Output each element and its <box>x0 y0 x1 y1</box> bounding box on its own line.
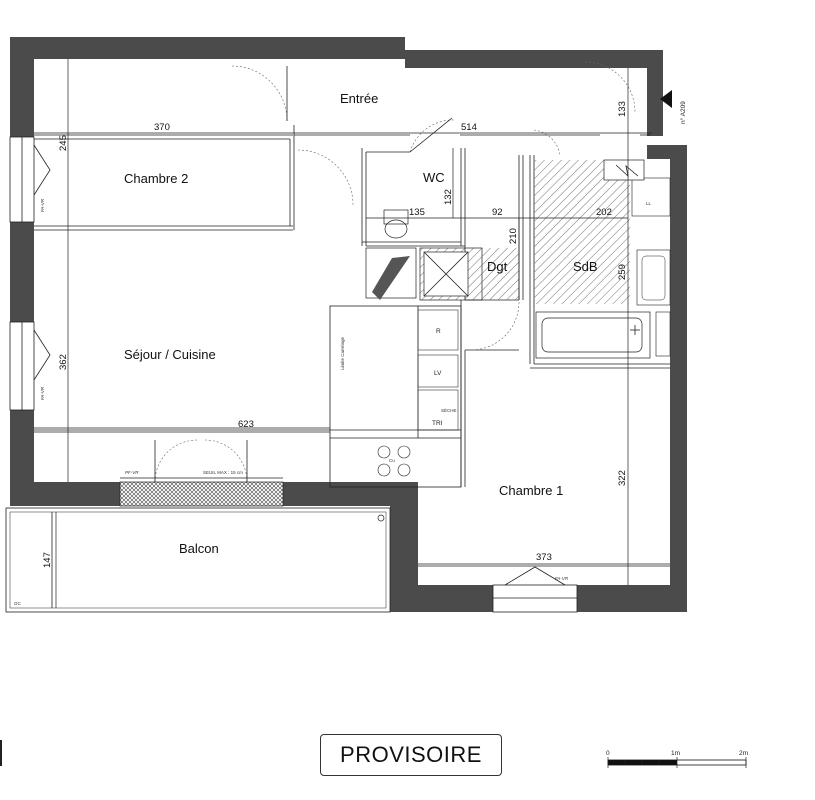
kitchen: R LV SÈCHE TRI Limite Carrelage Cu <box>329 305 462 488</box>
dim-245: 245 <box>58 135 69 151</box>
window-label: FA-VR <box>40 386 45 400</box>
dgt-shower <box>419 247 519 301</box>
dimension-labels: 370 514 245 133 135 132 92 202 210 259 3… <box>42 101 628 568</box>
balcony-door: PF-VR SEUIL MAX : 15 cm <box>119 439 284 507</box>
dim-202: 202 <box>596 207 612 218</box>
dim-362: 362 <box>58 354 69 370</box>
scale-one: 1m <box>671 750 680 757</box>
dim-623: 623 <box>238 419 254 430</box>
dim-259: 259 <box>617 264 628 280</box>
window-label: FA-VR <box>555 576 569 581</box>
trash-label: TRI <box>432 420 443 427</box>
window-chambre2: FA-VR <box>9 136 51 223</box>
lot-number: n° A209 <box>679 101 687 124</box>
dim-135: 135 <box>409 207 425 218</box>
dishwasher-label: LV <box>434 370 442 377</box>
edge-mark <box>0 740 2 766</box>
dimension-lines <box>34 59 670 608</box>
room-balcon: Balcon <box>179 541 219 556</box>
gc-label: GC <box>14 601 22 606</box>
scale-bar: 0 1m 2m <box>606 750 748 768</box>
scale-two: 2m <box>739 750 748 757</box>
exterior-walls <box>10 37 687 612</box>
dim-132: 132 <box>443 189 454 205</box>
room-sejour: Séjour / Cuisine <box>124 347 216 362</box>
dim-322: 322 <box>617 470 628 486</box>
provisoire-stamp: PROVISOIRE <box>320 734 502 776</box>
dim-370: 370 <box>154 122 170 133</box>
room-chambre1: Chambre 1 <box>499 483 563 498</box>
room-wc: WC <box>423 170 445 185</box>
balcony: GC <box>5 507 391 613</box>
room-entree: Entrée <box>340 91 378 106</box>
sdb-area: LL <box>534 159 671 359</box>
dim-373: 373 <box>536 552 552 563</box>
wc-fixtures <box>365 209 417 300</box>
stamp-text: PROVISOIRE <box>340 742 482 767</box>
room-sdb: SdB <box>573 259 598 274</box>
dim-92: 92 <box>492 207 503 218</box>
room-dgt: Dgt <box>487 259 508 274</box>
dim-133: 133 <box>617 101 628 117</box>
scale-zero: 0 <box>606 750 610 757</box>
dryer-label: SÈCHE <box>441 407 457 413</box>
washer-label: LL <box>646 201 652 206</box>
north-arrow-icon <box>660 90 672 108</box>
cooktop-label: Cu <box>389 458 395 463</box>
window-chambre1: FA-VR <box>492 566 578 613</box>
dim-147: 147 <box>42 552 53 568</box>
threshold-label: SEUIL MAX : 15 cm <box>203 470 243 475</box>
window-label: FA-VR <box>40 198 45 212</box>
door-label: PF-VR <box>125 470 139 475</box>
room-chambre2: Chambre 2 <box>124 171 188 186</box>
lot-marker: n° A209 <box>660 90 687 124</box>
tile-limit-label: Limite Carrelage <box>340 336 345 370</box>
dim-514: 514 <box>461 122 477 133</box>
dim-210: 210 <box>508 228 519 244</box>
room-labels: Entrée Chambre 2 WC Dgt SdB Séjour / Cui… <box>124 91 598 556</box>
doors <box>231 61 636 351</box>
window-sejour: FA-VR <box>9 321 51 411</box>
fridge-label: R <box>436 328 441 335</box>
